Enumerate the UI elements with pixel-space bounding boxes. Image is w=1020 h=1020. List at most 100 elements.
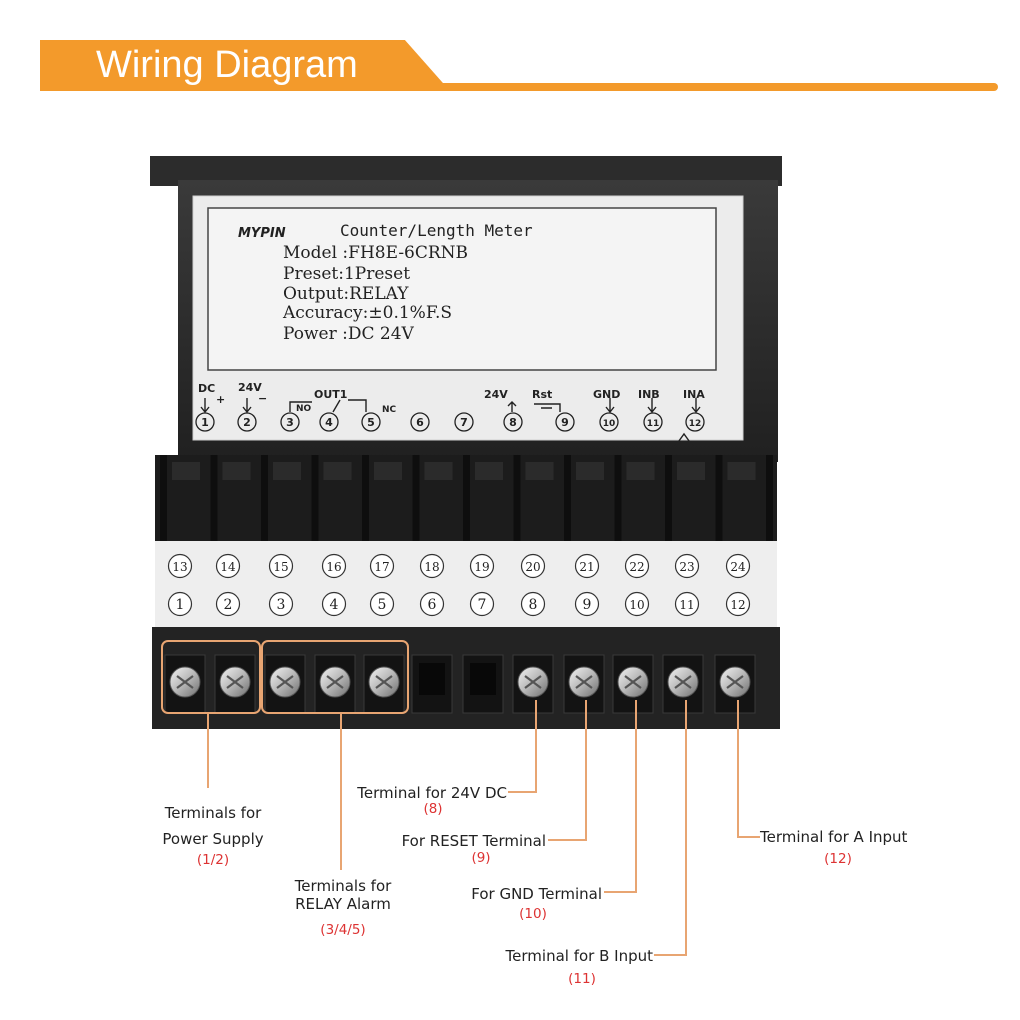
terminal-slot [273,462,301,480]
svg-text:12: 12 [689,419,702,429]
terminal-slot [525,462,554,480]
schematic-terminal-3: 3 [280,412,300,432]
terminal-slot [323,462,352,480]
schematic-terminal-6: 6 [410,412,430,432]
strip-number-20: 20 [520,553,546,579]
strip-number-lower-3: 3 [268,591,294,617]
terminal-rib [665,455,672,547]
terminal-slot [374,462,402,480]
page-title: Wiring Diagram [96,44,358,86]
svg-text:21: 21 [579,560,594,574]
highlight-power-terminals [161,640,261,714]
terminal-slot [172,462,200,480]
callout-a-input-number: (12) [824,851,852,867]
terminal-slot [222,462,251,480]
strip-number-21: 21 [574,553,600,579]
svg-text:1: 1 [176,597,185,613]
strip-number-17: 17 [369,553,395,579]
callout-gnd-label: For GND Terminal [471,885,602,903]
strip-number-23: 23 [674,553,700,579]
svg-text:16: 16 [326,560,341,574]
leader-lines [207,700,760,956]
screw-terminal-3 [264,654,306,714]
svg-text:10: 10 [603,419,616,429]
screw-terminal-9 [563,654,605,714]
svg-text:8: 8 [509,416,517,429]
svg-text:3: 3 [286,416,294,429]
callout-reset-label: For RESET Terminal [401,832,546,850]
sticker-line-model: Model :FH8E-6CRNB [283,243,468,263]
svg-text:19: 19 [474,560,489,574]
schematic-terminal-7: 7 [454,412,474,432]
schematic-gnd: GND [593,388,620,401]
leader-a [737,700,760,838]
callout-a-input-label: Terminal for A Input [760,828,908,846]
schematic-terminal-1: 1 [195,412,215,432]
svg-text:2: 2 [224,597,233,613]
leader-gnd [604,700,637,893]
svg-text:18: 18 [424,560,439,574]
svg-text:4: 4 [330,597,339,613]
terminal-slot [677,462,705,480]
strip-number-lower-2: 2 [215,591,241,617]
sticker-line-accuracy: Accuracy:±0.1%F.S [282,303,452,323]
terminal-rib [160,455,167,547]
schematic-nc: NC [382,405,397,415]
strip-number-14: 14 [215,553,241,579]
schematic-terminal-9: 9 [555,412,575,432]
terminal-rib [362,455,369,547]
schematic: DC 24V + − OUT1 NO NC 24V Rst GND INB IN… [198,381,705,415]
screw-terminal-6 [411,654,453,714]
schematic-no: NO [296,404,312,414]
number-strip [155,541,777,627]
svg-text:15: 15 [273,560,288,574]
strip-number-lower-10: 10 [624,591,650,617]
spec-sticker [207,207,717,371]
screw-terminal-11 [662,654,704,714]
screw-terminals [164,654,756,714]
strip-number-lower-5: 5 [369,591,395,617]
svg-text:22: 22 [629,560,644,574]
svg-text:3: 3 [277,597,286,613]
callout-relay-number: (3/4/5) [320,922,366,938]
schematic-lines [200,398,701,446]
svg-text:9: 9 [583,597,592,613]
schematic-minus: − [258,392,267,405]
terminal-rib [311,455,319,547]
callout-b-input-label: Terminal for B Input [505,947,653,965]
terminal-ribs [160,455,773,547]
terminal-slot [626,462,655,480]
svg-text:8: 8 [529,597,538,613]
schematic-terminal-2: 2 [237,412,257,432]
schematic-terminal-4: 4 [319,412,339,432]
strip-number-lower-12: 12 [725,591,751,617]
brand-logo: MYPIN [238,226,286,241]
schematic-24v-b: 24V [484,388,508,401]
sticker-title: Counter/Length Meter [340,221,533,240]
strip-number-15: 15 [268,553,294,579]
schematic-dc: DC [198,382,215,395]
svg-text:13: 13 [172,560,187,574]
strip-number-lower-4: 4 [321,591,347,617]
sticker-line-preset: Preset:1Preset [283,264,410,284]
callout-24v-number: (8) [423,801,443,817]
strip-number-lower-7: 7 [469,591,495,617]
terminal-rib [513,455,521,547]
svg-text:10: 10 [629,598,644,612]
svg-text:14: 14 [220,560,236,574]
svg-text:12: 12 [730,598,745,612]
screw-terminal-8 [512,654,554,714]
schematic-out1: OUT1 [314,388,347,401]
svg-text:7: 7 [478,597,487,613]
schematic-inb: INB [638,388,660,401]
svg-text:17: 17 [374,560,389,574]
sticker-line-power: Power :DC 24V [283,324,415,344]
strip-number-lower-8: 8 [520,591,546,617]
callout-b-input-number: (11) [568,971,596,987]
schematic-rst: Rst [532,388,552,401]
terminal-rib [564,455,571,547]
sticker-line-output: Output:RELAY [283,284,409,304]
callout-24v-label: Terminal for 24V DC [357,784,507,802]
strip-number-13: 13 [167,553,193,579]
